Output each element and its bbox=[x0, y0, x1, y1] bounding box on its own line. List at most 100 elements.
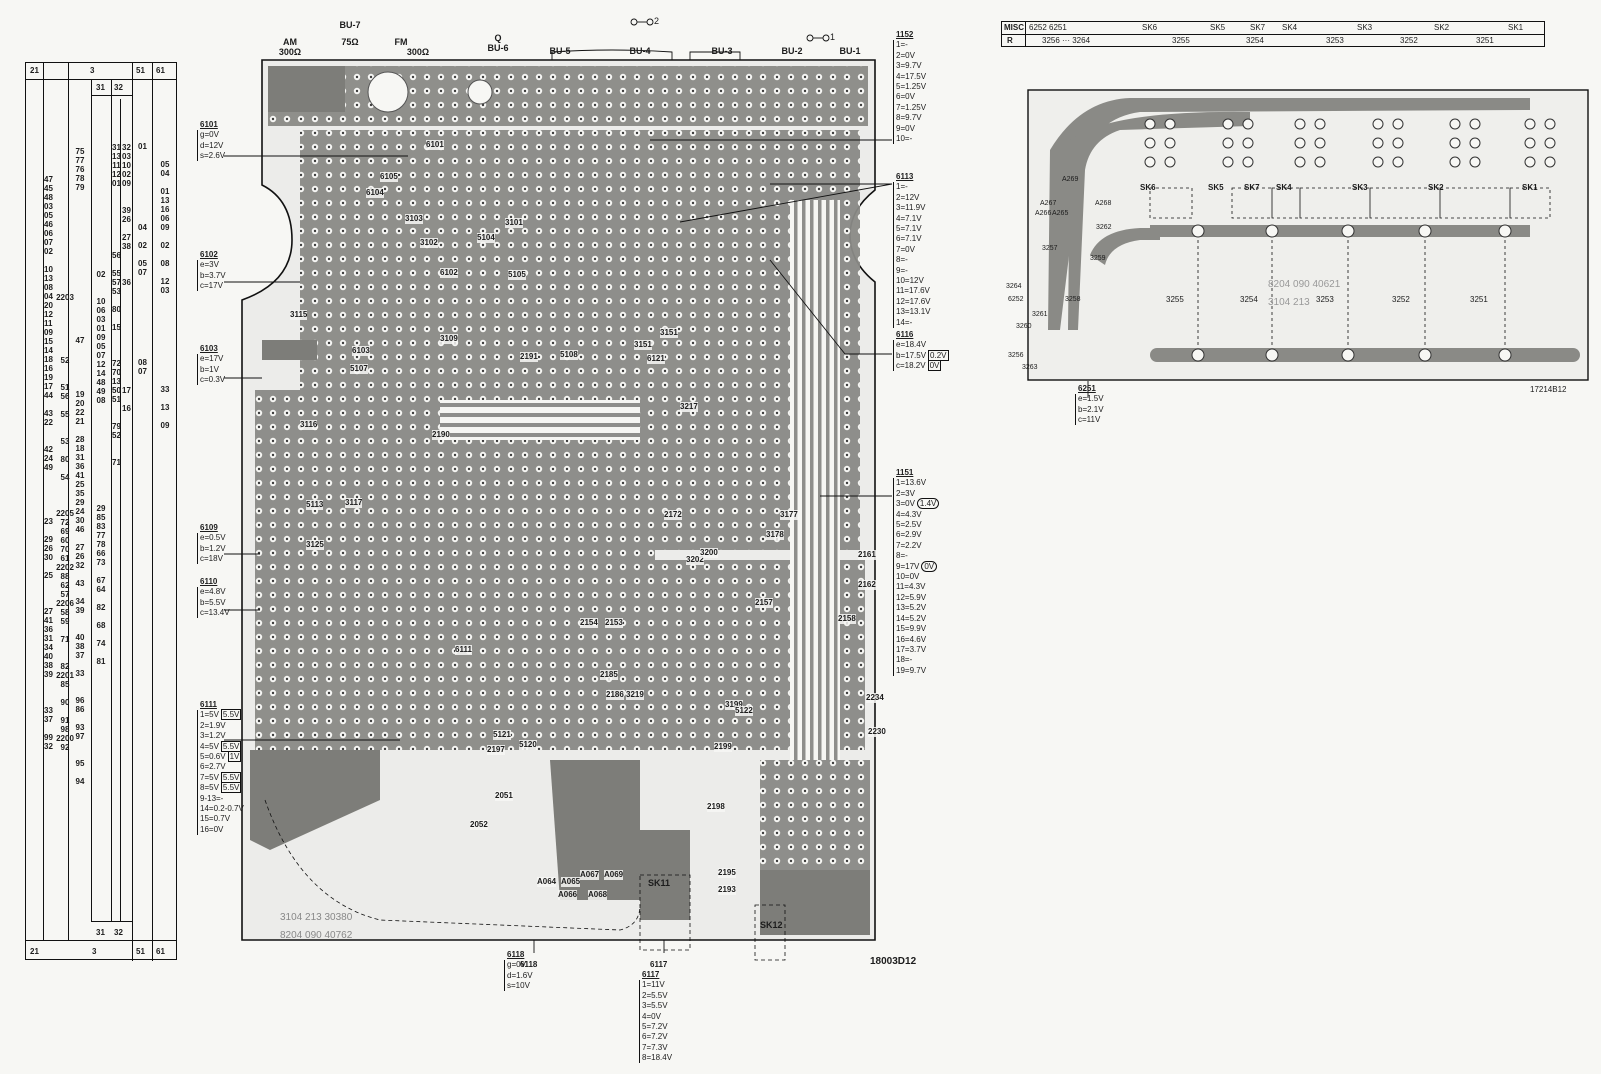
voltage-value: 9=0V bbox=[896, 123, 915, 133]
voltage-list-title: 1151 bbox=[896, 468, 914, 477]
voltage-row: 2=0V bbox=[896, 51, 926, 61]
aux-sk-label: SK3 bbox=[1352, 183, 1368, 192]
aux-print-2: 3104 213 bbox=[1268, 297, 1310, 308]
voltage-value: 13=5.2V bbox=[896, 603, 927, 613]
aux-part-label: A269 bbox=[1062, 176, 1079, 183]
voltage-value: 19=9.7V bbox=[896, 665, 927, 675]
voltage-row: 13=5.2V bbox=[896, 603, 939, 613]
header-3: 3 bbox=[90, 66, 95, 75]
voltage-row: 5=2.5V bbox=[896, 520, 939, 530]
voltage-row: 4=4.3V bbox=[896, 510, 939, 520]
voltage-row: 15=0.7V bbox=[200, 814, 244, 824]
header-51: 51 bbox=[136, 66, 145, 75]
col-divider bbox=[43, 63, 44, 941]
connector-fm: FM 300Ω bbox=[393, 37, 443, 57]
voltage-value: 16=4.6V bbox=[896, 634, 927, 644]
voltage-value: 7=5V bbox=[200, 772, 219, 782]
misc-sk2: SK2 bbox=[1434, 23, 1450, 32]
misc-sk5: SK5 bbox=[1210, 23, 1226, 32]
voltage-row: b=1.2V bbox=[200, 544, 226, 554]
component-label: 6121 bbox=[647, 354, 665, 364]
sk11-label: SK11 bbox=[648, 878, 671, 888]
voltage-value: 12=17.6V bbox=[896, 296, 931, 306]
component-label: 2199 bbox=[714, 742, 732, 752]
connector-bu1: BU-1 bbox=[839, 46, 861, 56]
aux-sk-label: SK7 bbox=[1244, 183, 1260, 192]
aux-sk-label: SK2 bbox=[1428, 183, 1444, 192]
voltage-row: 14=- bbox=[896, 318, 930, 328]
voltage-row: e=3V bbox=[200, 260, 226, 270]
voltage-row: c=0.3V bbox=[200, 375, 225, 385]
voltage-row: 13=13.1V bbox=[896, 307, 930, 317]
voltage-value: 9-13=- bbox=[200, 793, 224, 803]
component-label: 2234 bbox=[866, 693, 884, 703]
component-label: 5107 bbox=[350, 364, 368, 374]
voltage-list-title: 6116 bbox=[896, 330, 914, 339]
voltage-row: 10=0V bbox=[896, 572, 939, 582]
voltage-list-bracket bbox=[197, 260, 198, 292]
footer-3: 3 bbox=[92, 947, 97, 956]
voltage-row: 14=0.2-0.7V bbox=[200, 804, 244, 814]
component-label: 3199 bbox=[725, 700, 743, 710]
voltage-value: 5=2.5V bbox=[896, 520, 922, 530]
voltage-row: 1=13.6V bbox=[896, 478, 939, 488]
voltage-list-bracket bbox=[197, 710, 198, 835]
voltage-list-bracket bbox=[893, 478, 894, 676]
connector-bu6: Q BU-6 bbox=[478, 33, 518, 53]
aux-pads bbox=[1144, 118, 1556, 362]
aux-part-label: A265 bbox=[1052, 210, 1069, 217]
voltage-value: 12=5.9V bbox=[896, 592, 927, 602]
voltage-list-title: 6109 bbox=[200, 523, 218, 532]
voltage-value: 5=7.1V bbox=[896, 224, 922, 234]
aux-resistor-label: 3251 bbox=[1470, 295, 1488, 304]
component-label: 2153 bbox=[605, 618, 623, 628]
misc-table: MISC 6252 6251 R 3256 ··· 3264 SK6 SK5 S… bbox=[1001, 21, 1545, 47]
voltage-list-bracket bbox=[197, 533, 198, 565]
voltage-value: e=3V bbox=[200, 260, 219, 270]
aux-part-label: 3264 bbox=[1006, 283, 1022, 290]
voltage-value: 13=13.1V bbox=[896, 307, 931, 317]
aux-drawing-number: 17214B12 bbox=[1530, 385, 1567, 394]
copper-areas bbox=[255, 66, 870, 890]
voltage-value: s=10V bbox=[507, 981, 530, 991]
connector-value: 75Ω bbox=[341, 37, 359, 47]
voltage-row: s=2.6V bbox=[200, 151, 225, 161]
voltage-value: 17=3.7V bbox=[896, 644, 927, 654]
voltage-list-bracket bbox=[197, 354, 198, 386]
voltage-row: 5=7.1V bbox=[896, 224, 930, 234]
voltage-value: 15=9.9V bbox=[896, 624, 927, 634]
voltage-list-title: 6110 bbox=[200, 577, 218, 586]
voltage-value: 6=7.1V bbox=[896, 234, 922, 244]
voltage-row: g=0V bbox=[200, 130, 225, 140]
voltage-value: 4=5V bbox=[200, 741, 219, 751]
voltage-value: 5=1.25V bbox=[896, 82, 927, 92]
component-label: 6118 bbox=[520, 960, 538, 970]
voltage-list-title: 6117 bbox=[642, 970, 660, 979]
voltage-row: 18=- bbox=[896, 655, 939, 665]
aux-part-label: 3262 bbox=[1096, 224, 1112, 231]
misc-sk3: SK3 bbox=[1357, 23, 1373, 32]
col-divider bbox=[120, 99, 121, 921]
voltage-list-bracket bbox=[504, 960, 505, 992]
voltage-value: 1=5V bbox=[200, 710, 219, 720]
voltage-row: b=1V bbox=[200, 365, 225, 375]
header-21: 21 bbox=[30, 66, 39, 75]
component-label: 6103 bbox=[352, 346, 370, 356]
misc-r3255: 3255 bbox=[1172, 36, 1190, 45]
voltage-value: 4=0V bbox=[642, 1011, 661, 1021]
voltage-value: 8=- bbox=[896, 551, 908, 561]
voltage-list-title: 6102 bbox=[200, 250, 218, 259]
voltage-row: 9=- bbox=[896, 266, 930, 276]
voltage-row: 1=- bbox=[896, 182, 930, 192]
component-label: 5108 bbox=[560, 350, 578, 360]
aux-resistor-label: 3253 bbox=[1316, 295, 1334, 304]
voltage-value: 4=4.3V bbox=[896, 509, 922, 519]
voltage-row: 5=1.25V bbox=[896, 82, 926, 92]
component-label: 6117 bbox=[650, 960, 668, 970]
voltage-value: 11=17.6V bbox=[896, 286, 930, 296]
aux-part-label: A266 bbox=[1035, 210, 1052, 217]
